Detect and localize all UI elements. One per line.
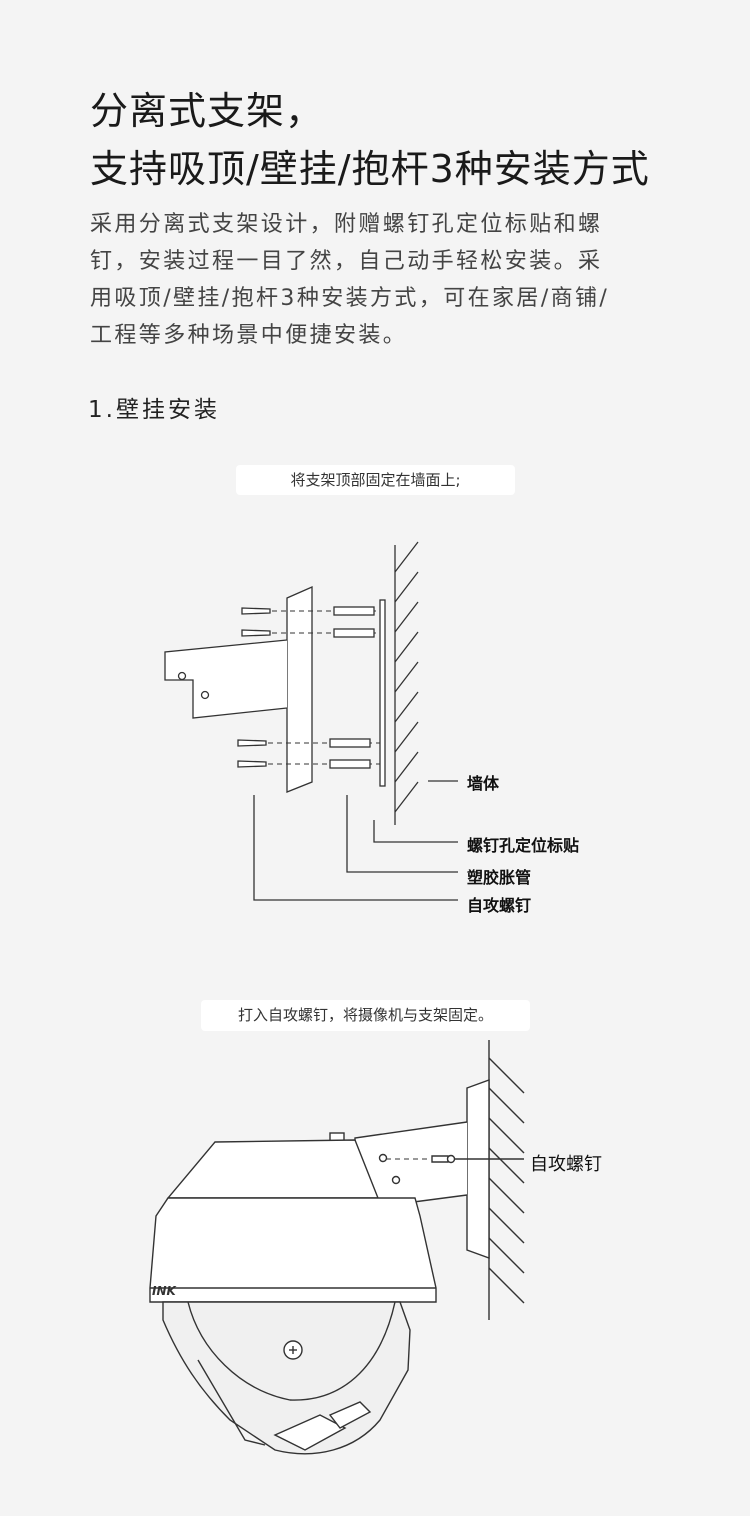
bracket-arm xyxy=(164,639,288,719)
camera-cap xyxy=(166,1139,380,1199)
wall-mount-exploded-diagram xyxy=(164,541,458,901)
leader-screw xyxy=(253,795,458,901)
camera-housing xyxy=(149,1197,437,1303)
screws xyxy=(237,607,271,768)
description-line: 采用分离式支架设计，附赠螺钉孔定位标贴和螺 xyxy=(90,212,603,237)
label-locating-sticker: 螺钉孔定位标贴 xyxy=(467,836,580,855)
page-title-line-1: 分离式支架， xyxy=(90,89,325,133)
screw xyxy=(431,1155,449,1163)
step-1-heading: 1.壁挂安装 xyxy=(88,397,220,423)
step-2-caption: 打入自攻螺钉，将摄像机与支架固定。 xyxy=(201,1000,530,1031)
label-plastic-anchor: 塑胶胀管 xyxy=(467,868,532,887)
bracket-plate xyxy=(466,1079,490,1259)
brand-logo: INK xyxy=(152,1284,178,1298)
camera-mount-diagram: INK xyxy=(149,1040,525,1455)
page-title-line-2: 支持吸顶/壁挂/抱杆3种安装方式 xyxy=(90,147,650,191)
wall-hatching xyxy=(488,1057,525,1304)
plastic-anchors xyxy=(329,606,375,769)
label-self-tapping-screw: 自攻螺钉 xyxy=(467,896,532,915)
leader-sticker xyxy=(373,820,458,843)
label-self-tapping-screw-2: 自攻螺钉 xyxy=(530,1154,602,1175)
locating-sticker xyxy=(379,599,386,787)
description-line: 钉，安装过程一目了然，自己动手轻松安装。采 xyxy=(90,249,603,274)
step-1-caption: 将支架顶部固定在墙面上; xyxy=(236,465,515,495)
description-line: 用吸顶/壁挂/抱杆3种安装方式，可在家居/商铺/ xyxy=(90,286,610,311)
description-line: 工程等多种场景中便捷安装。 xyxy=(90,323,408,348)
description: 采用分离式支架设计，附赠螺钉孔定位标贴和螺 钉，安装过程一目了然，自己动手轻松安… xyxy=(90,206,670,354)
leader-anchor xyxy=(346,795,458,873)
bracket-plate xyxy=(286,586,313,793)
wall-hatching xyxy=(394,541,419,813)
label-wall: 墙体 xyxy=(467,774,500,793)
